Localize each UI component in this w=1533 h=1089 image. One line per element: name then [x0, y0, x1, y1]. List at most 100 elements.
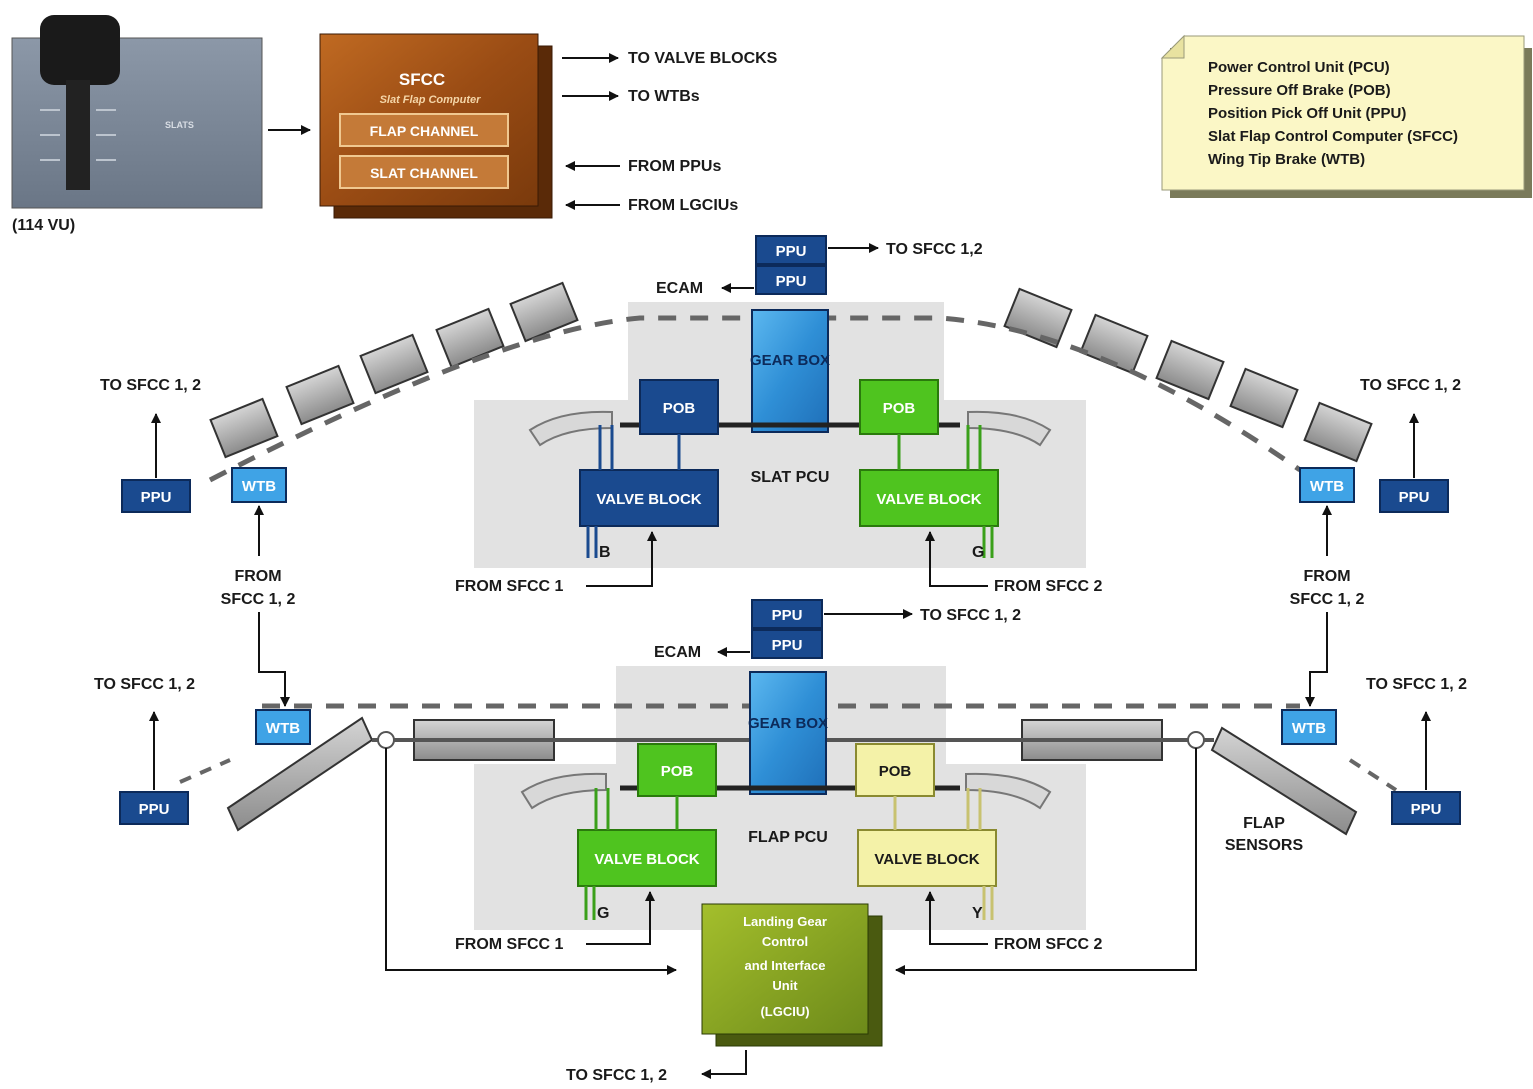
slat-ppu-bottom — [755, 265, 827, 295]
flap-valve-block-left-label: VALVE BLOCK — [594, 851, 699, 868]
slat-channel-box — [339, 155, 509, 189]
slat-system: PPU PPU TO SFCC 1,2 ECAM GEAR BOX POB PO… — [100, 235, 1461, 608]
flap-right-ppu-label: PPU — [1411, 801, 1442, 818]
slat-pcu-label: SLAT PCU — [751, 469, 830, 486]
legend-item-pob: Pressure Off Brake (POB) — [1208, 82, 1391, 99]
slat-right-wtb — [1299, 467, 1355, 503]
flap-left-to-sfcc-label: TO SFCC 1, 2 — [94, 676, 195, 693]
slat-right-from-label: FROM — [1303, 568, 1350, 585]
slat-motor-left — [528, 410, 613, 447]
sfcc-title: SFCC — [399, 70, 445, 89]
slat-pcu-text: SLAT PCU — [751, 469, 830, 486]
lever-handle-icon — [40, 15, 120, 85]
flap-from-sfcc2-label: FROM SFCC 2 — [994, 936, 1103, 953]
flap-valve-block-left — [577, 829, 717, 887]
slat-pob-right-label: POB — [883, 400, 916, 417]
legend-fold — [1160, 34, 1185, 59]
flap-pob-left-label: POB — [661, 763, 694, 780]
lgciu-line-2: Control — [762, 934, 808, 949]
slat-left-from-label: FROM — [234, 568, 281, 585]
flap-sensors-label-2: SENSORS — [1225, 837, 1304, 854]
flap-motor-right — [965, 772, 1052, 810]
slat-hyd-right-label: G — [972, 544, 984, 561]
slat-channel-label: SLAT CHANNEL — [370, 165, 478, 181]
flap-from-sfcc1-label: FROM SFCC 1 — [455, 936, 564, 953]
flap-ppu-top-label: PPU — [772, 607, 803, 624]
flap-gearbox-label: GEAR BOX — [748, 715, 828, 732]
slat-right-ppu-label: PPU — [1399, 489, 1430, 506]
slat-gearbox — [751, 309, 829, 433]
sfcc-output-valve-blocks: TO VALVE BLOCKS — [628, 50, 778, 67]
sfcc-unit: SFCC Slat Flap Computer FLAP CHANNEL SLA… — [319, 33, 553, 219]
flap-motor-left — [520, 772, 607, 810]
panel-plate-label: SLATS — [165, 120, 194, 130]
flap-channel-box — [339, 113, 509, 147]
flap-pob-right-label: POB — [879, 763, 912, 780]
flap-pcu-label: FLAP PCU — [748, 829, 828, 846]
flap-ppu-bottom — [751, 629, 823, 659]
sfcc-input-ppus: FROM PPUs — [628, 158, 721, 175]
slat-ppu-bottom-label: PPU — [776, 273, 807, 290]
slat-valve-block-right-label: VALVE BLOCK — [876, 491, 981, 508]
flap-hyd-right-label: Y — [972, 905, 983, 922]
flap-left-ppu — [119, 791, 189, 825]
slat-pob-left-label: POB — [663, 400, 696, 417]
flap-hyd-left-label: G — [597, 905, 609, 922]
slat-gearbox-label: GEAR BOX — [750, 352, 830, 369]
flap-system: PPU PPU TO SFCC 1, 2 ECAM GEAR BOX POB P… — [94, 599, 1467, 953]
slat-valve-block-left-label: VALVE BLOCK — [596, 491, 701, 508]
legend-note: Power Control Unit (PCU) Pressure Off Br… — [1160, 34, 1532, 198]
slat-torque-shaft — [208, 315, 1302, 483]
flap-pcu-text: FLAP PCU — [748, 829, 828, 846]
flap-channel-label: FLAP CHANNEL — [370, 123, 479, 139]
lgciu-unit: Landing Gear Control and Interface Unit … — [385, 748, 1197, 1084]
slat-right-to-sfcc-label: TO SFCC 1, 2 — [1360, 377, 1461, 394]
slat-from-sfcc2-label: FROM SFCC 2 — [994, 578, 1103, 595]
flap-left-wtb-label: WTB — [266, 720, 300, 737]
flap-right-to-sfcc-label: TO SFCC 1, 2 — [1366, 676, 1467, 693]
slat-motor-right — [967, 410, 1052, 447]
lgciu-line-1: Landing Gear — [743, 914, 827, 929]
slat-valve-block-left — [579, 469, 719, 527]
flap-left-ppu-label: PPU — [139, 801, 170, 818]
flap-sensors-label-1: FLAP — [1243, 815, 1285, 832]
lgciu-line-4: Unit — [772, 978, 798, 993]
slat-from-sfcc1-label: FROM SFCC 1 — [455, 578, 564, 595]
slat-pob-right — [859, 379, 939, 435]
flap-ppu-bottom-label: PPU — [772, 637, 803, 654]
slat-to-sfcc-label: TO SFCC 1,2 — [886, 241, 983, 258]
legend-item-wtb: Wing Tip Brake (WTB) — [1208, 151, 1365, 168]
flap-right-ppu — [1391, 791, 1461, 825]
lgciu-line-5: (LGCIU) — [760, 1004, 809, 1019]
slat-right-from-sfcc-label: SFCC 1, 2 — [1290, 591, 1365, 608]
lgciu-to-sfcc-label: TO SFCC 1, 2 — [566, 1067, 667, 1084]
sfcc-input-lgcius: FROM LGCIUs — [628, 197, 738, 214]
flap-ecam-label: ECAM — [654, 644, 701, 661]
slat-right-ppu — [1379, 479, 1449, 513]
panel-caption: (114 VU) — [12, 217, 75, 234]
slat-left-wtb-label: WTB — [242, 478, 276, 495]
flap-right-wtb-label: WTB — [1292, 720, 1326, 737]
flap-right-wtb — [1281, 709, 1337, 745]
slat-hyd-left-label: B — [599, 544, 611, 561]
slat-left-ppu — [121, 479, 191, 513]
slat-ecam-label: ECAM — [656, 280, 703, 297]
slat-left-to-sfcc-label: TO SFCC 1, 2 — [100, 377, 201, 394]
legend-item-pcu: Power Control Unit (PCU) — [1208, 59, 1390, 76]
slat-valve-block-right — [859, 469, 999, 527]
lgciu-line-3: and Interface — [745, 958, 826, 973]
slat-left-wtb — [231, 467, 287, 503]
lever-shaft — [66, 80, 90, 190]
lgciu-front-card — [701, 903, 869, 1035]
legend-item-sfcc: Slat Flap Control Computer (SFCC) — [1208, 128, 1458, 145]
flap-valve-block-right-label: VALVE BLOCK — [874, 851, 979, 868]
slat-right-wtb-label: WTB — [1310, 478, 1344, 495]
slat-surfaces-left — [209, 281, 579, 459]
flap-valve-block-right — [857, 829, 997, 887]
flap-gearbox — [749, 671, 827, 795]
slat-left-ppu-label: PPU — [141, 489, 172, 506]
flap-left-wtb — [255, 709, 311, 745]
slat-ppu-top-label: PPU — [776, 243, 807, 260]
sfcc-output-wtbs: TO WTBs — [628, 88, 700, 105]
